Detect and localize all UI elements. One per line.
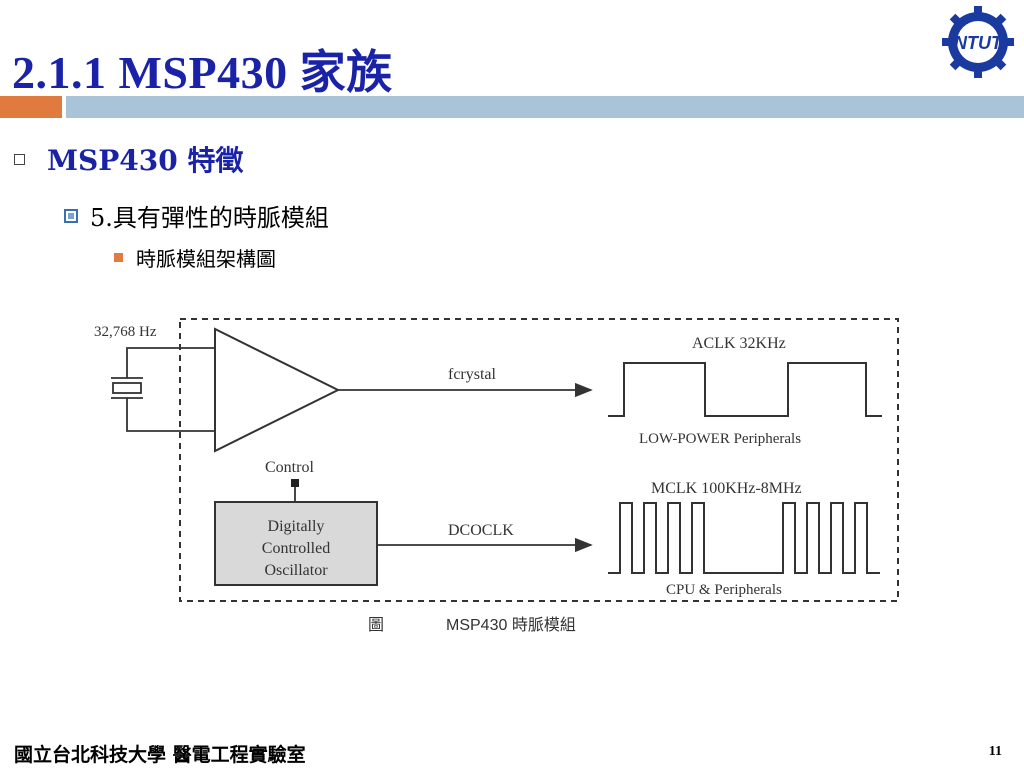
bullet-level1: MSP430 特徵	[14, 139, 243, 179]
dco-line-3: Oscillator	[264, 562, 328, 579]
dco-line-1: Digitally	[268, 518, 325, 535]
control-pin-icon	[291, 479, 299, 487]
slide-title: 2.1.1 MSP430 家族	[12, 47, 393, 98]
figure-caption-prefix: 圖	[368, 617, 384, 634]
aclk-waveform	[608, 362, 882, 417]
fcrystal-label: fcrystal	[448, 366, 497, 383]
university-logo: NTUT	[938, 4, 1018, 80]
logo-text: NTUT	[954, 33, 1004, 53]
aclk-peripherals-label: LOW-POWER Peripherals	[639, 431, 801, 447]
mclk-label: MCLK 100KHz-8MHz	[651, 480, 802, 497]
bullet-level3-text: 時脈模組架構圖	[136, 247, 276, 271]
mclk-peripherals-label: CPU & Peripherals	[666, 582, 782, 598]
bullet-level2: 5.具有彈性的時脈模組	[64, 198, 329, 233]
title-accent-blue	[66, 96, 1024, 118]
mclk-waveform	[608, 502, 880, 574]
module-boundary	[179, 318, 899, 602]
crystal-symbol-icon	[111, 347, 215, 432]
bullet-level3: 時脈模組架構圖	[114, 243, 276, 272]
filled-square-bullet-icon	[114, 253, 123, 262]
figure-caption-text: MSP430 時脈模組	[446, 616, 576, 634]
square-bullet-icon	[64, 208, 78, 223]
clock-module-diagram: 32,768 Hz fcrystal ACLK 32KHz LOW-POWER …	[80, 305, 920, 650]
bullet-level2-text: 5.具有彈性的時脈模組	[90, 204, 329, 232]
dco-box	[214, 501, 378, 586]
clock-diagram-svg: 32,768 Hz fcrystal ACLK 32KHz LOW-POWER …	[94, 318, 899, 634]
amplifier-triangle-icon	[214, 327, 341, 453]
page-number: 11	[988, 744, 1002, 759]
dco-line-2: Controlled	[262, 540, 330, 557]
dcoclk-label: DCOCLK	[448, 522, 514, 539]
aclk-label: ACLK 32KHz	[692, 335, 786, 352]
title-accent-orange	[0, 96, 62, 118]
bullet-level1-text: MSP430 特徵	[47, 144, 244, 177]
hollow-square-bullet-icon	[14, 153, 25, 165]
gear-logo-icon: NTUT	[942, 6, 1014, 78]
crystal-frequency-label: 32,768 Hz	[94, 324, 157, 340]
control-label: Control	[265, 459, 314, 476]
footer-institution: 國立台北科技大學 醫電工程實驗室	[14, 744, 306, 766]
